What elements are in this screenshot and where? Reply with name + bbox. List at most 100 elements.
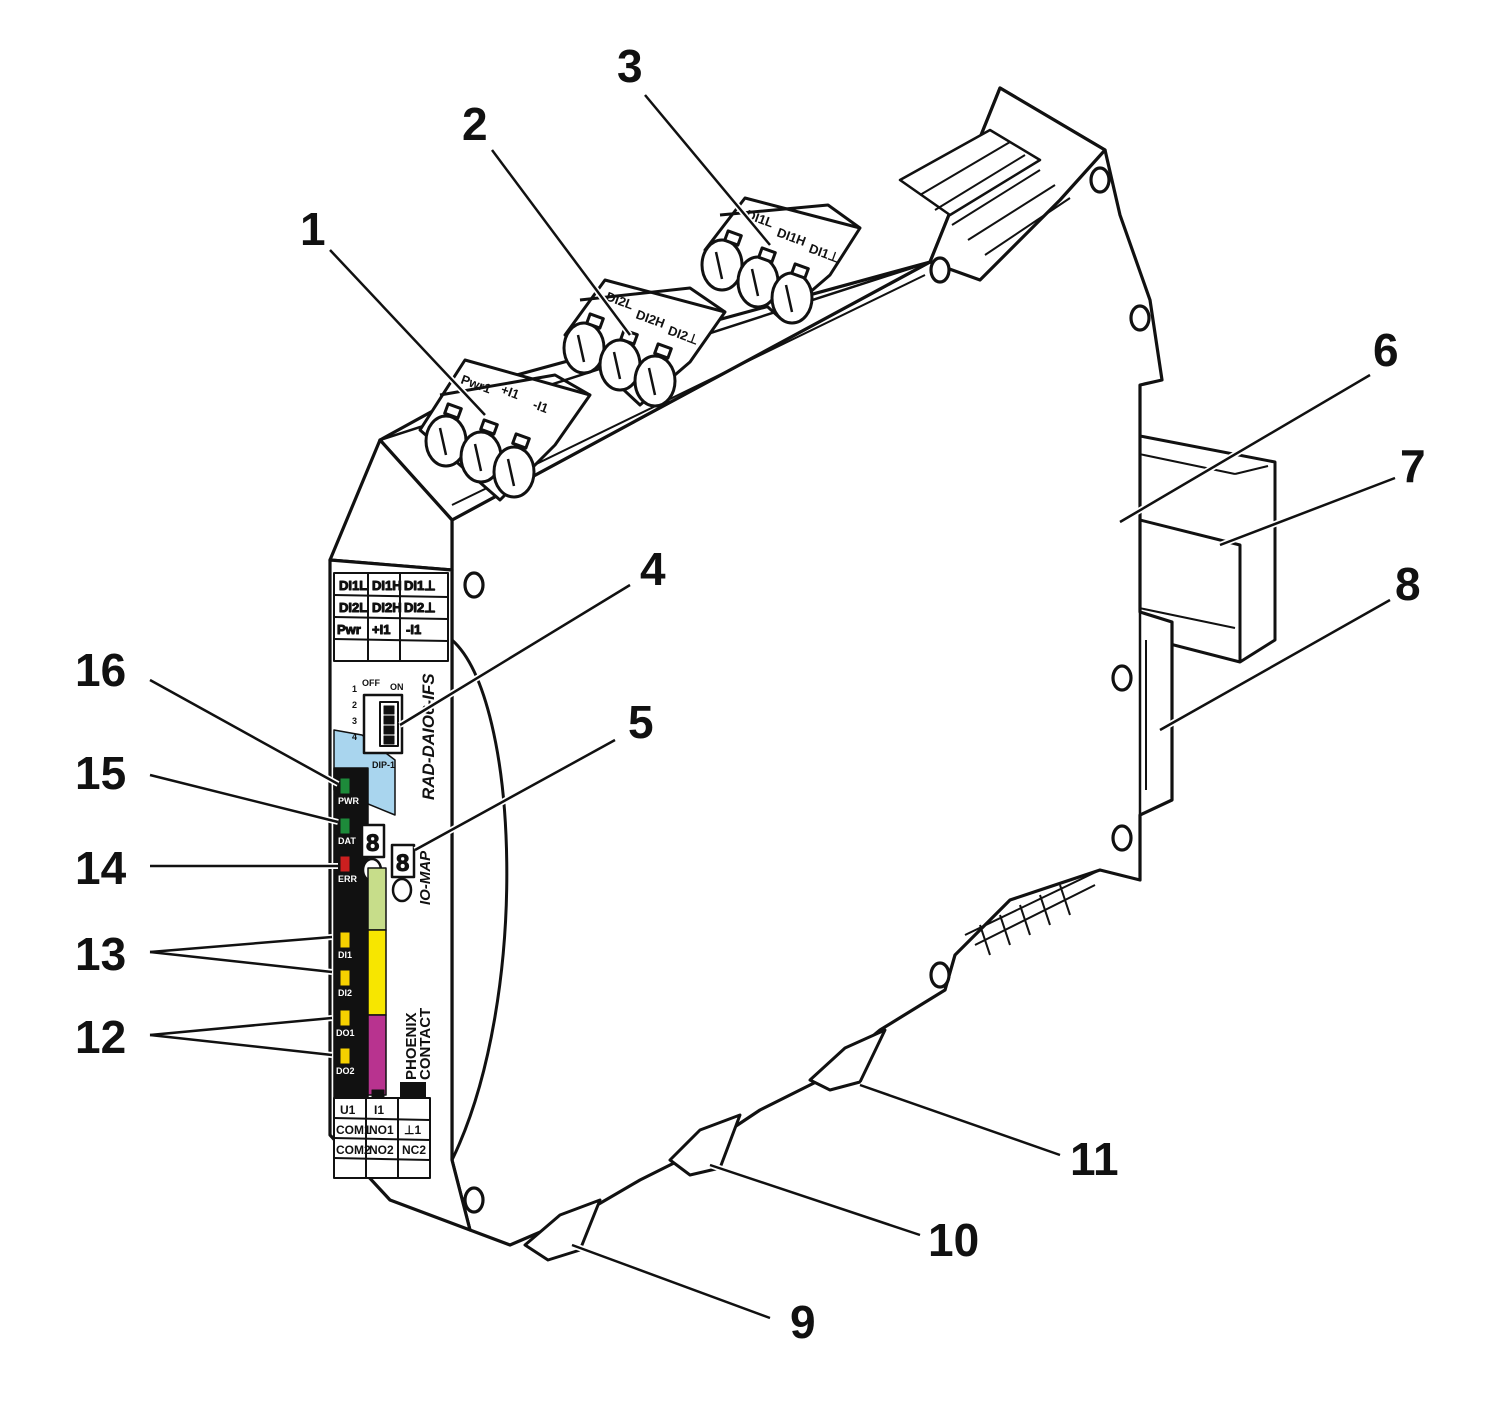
leader-12b bbox=[149, 1033, 333, 1057]
callout-5: 5 bbox=[628, 696, 654, 748]
stripe-magenta bbox=[367, 1014, 387, 1096]
table-cell: I1 bbox=[374, 1103, 384, 1117]
leader-10 bbox=[709, 1163, 921, 1237]
table-cell: DI2L bbox=[339, 600, 367, 615]
table-cell: U1 bbox=[340, 1103, 356, 1117]
table-cell: COM2 bbox=[336, 1143, 371, 1157]
mounting-hole bbox=[463, 1186, 485, 1214]
leader-13b bbox=[149, 950, 333, 974]
leader-3 bbox=[644, 94, 771, 246]
callout-9: 9 bbox=[790, 1296, 816, 1348]
table-cell: NO2 bbox=[369, 1143, 394, 1157]
dip-on-label: ON bbox=[390, 682, 404, 692]
table-cell: NC2 bbox=[402, 1143, 426, 1157]
mounting-hole bbox=[1089, 166, 1111, 194]
leader-7 bbox=[1219, 476, 1396, 547]
terminal-block-3 bbox=[700, 196, 862, 325]
leader-6 bbox=[1119, 373, 1371, 524]
dip-caption: DIP-1 bbox=[372, 760, 395, 770]
led-di2 bbox=[339, 969, 351, 987]
leader-11 bbox=[859, 1083, 1061, 1157]
leader-2 bbox=[490, 149, 632, 336]
mounting-hole bbox=[929, 256, 951, 284]
terminal-label: +I1 bbox=[499, 382, 521, 402]
dip-number: 4 bbox=[352, 732, 357, 742]
stripe-yellow bbox=[367, 929, 387, 1016]
callout-15: 15 bbox=[75, 747, 126, 799]
led-di1 bbox=[339, 931, 351, 949]
leader-8 bbox=[1159, 598, 1391, 732]
led-label: DAT bbox=[338, 836, 356, 846]
callout-13: 13 bbox=[75, 928, 126, 980]
terminal-label: -I1 bbox=[531, 397, 550, 416]
terminal-block-2 bbox=[562, 278, 727, 408]
leader-1 bbox=[329, 249, 486, 416]
leader-4 bbox=[399, 583, 631, 727]
led-err bbox=[339, 855, 351, 873]
bottom-terminals bbox=[523, 1028, 887, 1262]
callout-12: 12 bbox=[75, 1011, 126, 1063]
dip-switch[interactable] bbox=[362, 693, 404, 755]
callout-1: 1 bbox=[300, 203, 326, 255]
rotary-switch[interactable] bbox=[391, 877, 413, 903]
led-label: PWR bbox=[338, 796, 359, 806]
front-table-top-text: DI1L DI1H DI1⊥ DI2L DI2H DI2⊥ Pwr +I1 -I… bbox=[337, 578, 437, 638]
table-cell: ⊥1 bbox=[404, 1123, 421, 1137]
callout-6: 6 bbox=[1373, 324, 1399, 376]
callout-10: 10 bbox=[928, 1214, 979, 1266]
dip-number: 1 bbox=[352, 684, 357, 694]
mounting-hole bbox=[1129, 304, 1151, 332]
mounting-hole bbox=[929, 961, 951, 989]
table-cell: DI1H bbox=[372, 578, 402, 593]
leader-9 bbox=[571, 1243, 771, 1320]
front-table-bottom-text: U1 I1 COM1 NO1 ⊥1 COM2 NO2 NC2 bbox=[336, 1103, 426, 1157]
front-table-bottom bbox=[333, 1097, 431, 1179]
callout-2: 2 bbox=[462, 98, 488, 150]
table-cell: NO1 bbox=[369, 1123, 394, 1137]
mounting-hole bbox=[463, 571, 485, 599]
table-cell: +I1 bbox=[372, 622, 390, 637]
callout-3: 3 bbox=[617, 40, 643, 92]
dip-off-label: OFF bbox=[362, 678, 380, 688]
callout-16: 16 bbox=[75, 644, 126, 696]
table-cell: COM1 bbox=[336, 1123, 371, 1137]
digit-display: 8 bbox=[366, 830, 379, 857]
front-panel: DI1L DI1H DI1⊥ DI2L DI2H DI2⊥ Pwr +I1 -I… bbox=[328, 558, 509, 1232]
led-label: DO1 bbox=[336, 1028, 355, 1038]
table-cell: -I1 bbox=[406, 622, 421, 637]
leader-15 bbox=[149, 773, 339, 824]
dip-labels: OFF ON 1 2 3 4 DIP-1 bbox=[352, 678, 404, 770]
table-cell: DI2H bbox=[372, 600, 402, 615]
front-table-top bbox=[333, 572, 449, 662]
led-label: ERR bbox=[338, 874, 358, 884]
led-dat bbox=[339, 817, 351, 835]
digit-window bbox=[360, 823, 386, 859]
callout-4: 4 bbox=[640, 543, 666, 595]
led-do1 bbox=[339, 1009, 351, 1027]
led-label: DI1 bbox=[338, 950, 352, 960]
callout-14: 14 bbox=[75, 842, 127, 894]
led-labels: PWR DAT ERR DI1 DI2 DO1 DO2 bbox=[336, 796, 359, 1076]
leader-12a bbox=[149, 1016, 333, 1037]
leader-5 bbox=[414, 738, 616, 852]
digit-display: 8 bbox=[396, 850, 409, 877]
table-cell: Pwr bbox=[337, 622, 361, 637]
dip-number: 2 bbox=[352, 700, 357, 710]
table-cell: DI2⊥ bbox=[404, 600, 436, 615]
led-pwr bbox=[339, 777, 351, 795]
callout-11: 11 bbox=[1070, 1133, 1119, 1185]
led-label: DO2 bbox=[336, 1066, 355, 1076]
led-label: DI2 bbox=[338, 988, 352, 998]
leader-13a bbox=[149, 935, 333, 954]
stripe-green bbox=[367, 867, 387, 931]
io-map-label: IO-MAP bbox=[417, 850, 434, 905]
callout-numbers: 1 2 3 4 5 6 7 8 9 10 11 12 13 14 15 16 bbox=[75, 40, 1426, 1348]
led-do2 bbox=[339, 1047, 351, 1065]
digit-window bbox=[390, 843, 416, 879]
model-name: RAD-DAIO6-IFS bbox=[419, 673, 438, 800]
brand-line-1: PHOENIX bbox=[403, 1012, 420, 1080]
mounting-hole bbox=[1111, 664, 1133, 692]
dip-number: 3 bbox=[352, 716, 357, 726]
leader-16 bbox=[149, 678, 339, 786]
leader-lines bbox=[148, 93, 1397, 1321]
